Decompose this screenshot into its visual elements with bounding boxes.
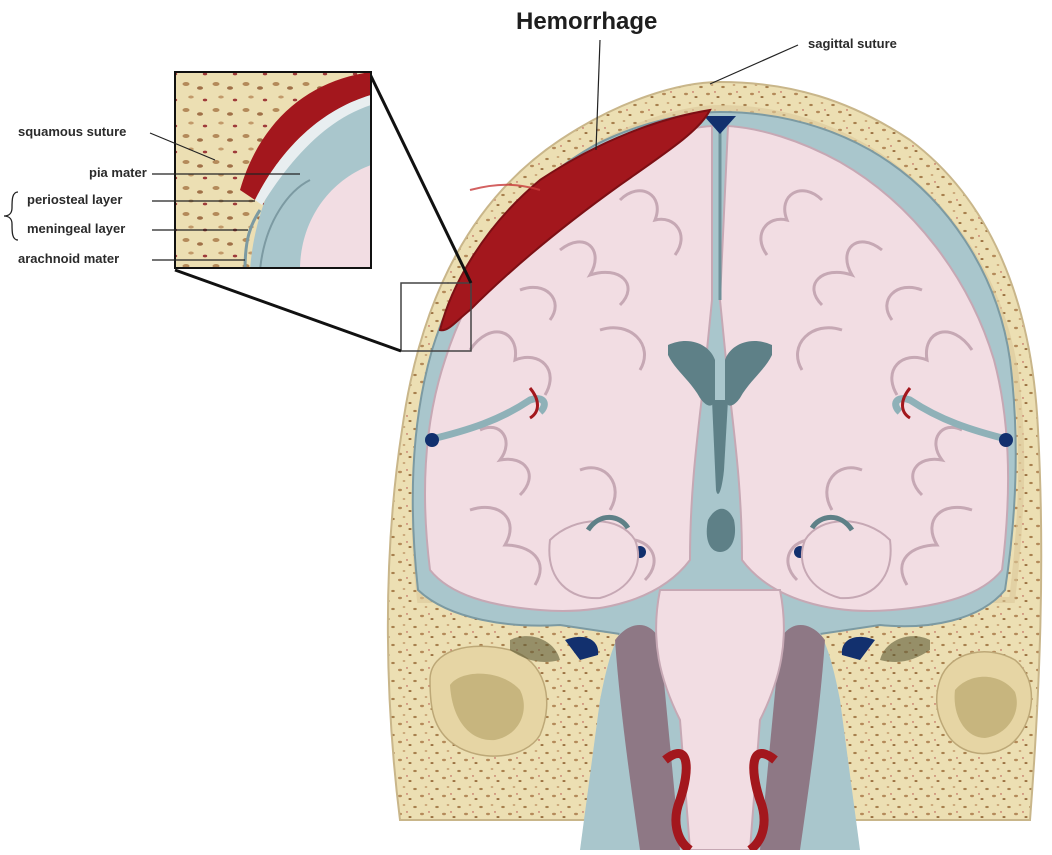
- diagram-title: Hemorrhage: [516, 8, 657, 36]
- dura-brace: [4, 192, 18, 240]
- label-pia-mater: pia mater: [89, 165, 147, 180]
- inset-magnified-view: [175, 72, 371, 270]
- label-squamous-suture: squamous suture: [18, 124, 126, 139]
- label-arachnoid-mater: arachnoid mater: [18, 251, 119, 266]
- label-meningeal-layer: meningeal layer: [27, 221, 125, 236]
- label-sagittal-suture: sagittal suture: [808, 36, 897, 51]
- label-periosteal-layer: periosteal layer: [27, 192, 122, 207]
